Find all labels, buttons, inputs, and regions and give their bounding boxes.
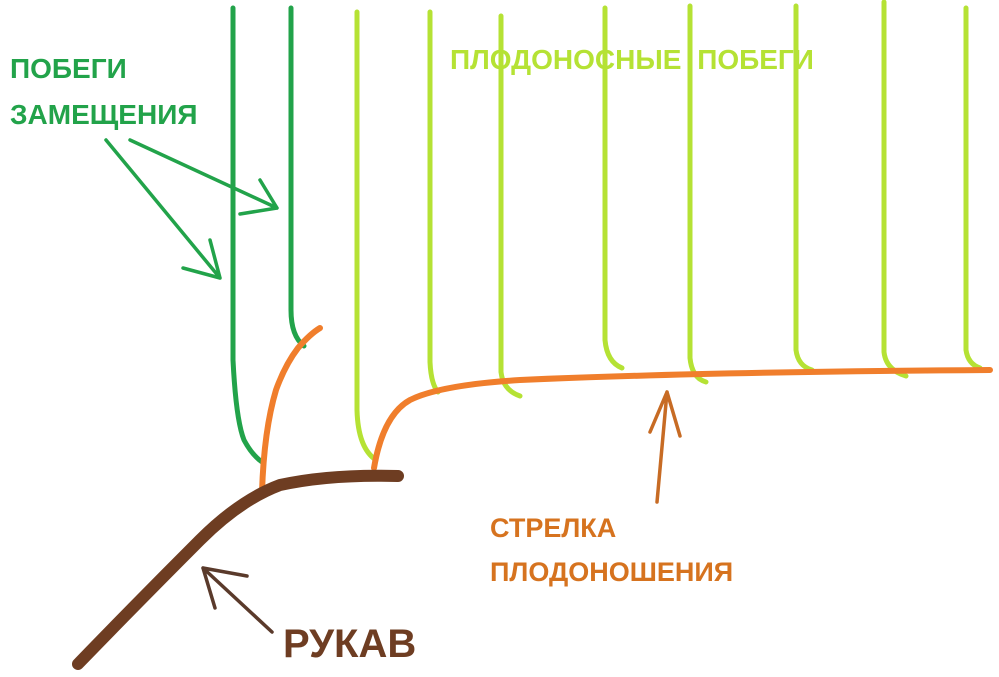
- fruiting-shoot: [498, 13, 523, 399]
- fruiting-spur-label-line1: СТРЕЛКА: [490, 513, 617, 543]
- replacement-shoots-label-line2: ЗАМЕЩЕНИЯ: [10, 99, 198, 130]
- fruiting-shoots-label: ПЛОДОНОСНЫЕ ПОБЕГИ: [450, 44, 814, 75]
- replacement-arrow-2: [128, 138, 279, 216]
- fruiting-shoot: [881, 0, 909, 379]
- fruiting-shoot: [427, 9, 441, 395]
- replacement-shoots-label: ПОБЕГИ ЗАМЕЩЕНИЯ: [10, 46, 197, 138]
- fruiting-spurs: [259, 325, 993, 495]
- fruiting-spur-label-line2: ПЛОДОНОШЕНИЯ: [490, 557, 734, 587]
- fruiting-shoot: [354, 9, 379, 463]
- fruiting-spur-main: [371, 367, 993, 471]
- fruiting-shoot: [963, 5, 983, 371]
- replacement-shoots: [230, 5, 307, 465]
- replacement-shoot: [230, 5, 265, 465]
- fruiting-spur-label: СТРЕЛКА ПЛОДОНОШЕНИЯ: [490, 506, 733, 594]
- replacement-shoot: [288, 5, 307, 349]
- spur-arrow: [648, 390, 682, 504]
- replacement-shoots-label-line1: ПОБЕГИ: [10, 53, 127, 84]
- replacement-arrow-1: [104, 138, 222, 280]
- arm-arrow: [201, 566, 274, 634]
- pointer-arrows: [104, 138, 682, 634]
- arm-label: РУКАВ: [283, 622, 417, 666]
- arm-branch: [72, 469, 404, 670]
- replacement-spur: [259, 325, 323, 495]
- fruiting-shoot: [602, 5, 625, 371]
